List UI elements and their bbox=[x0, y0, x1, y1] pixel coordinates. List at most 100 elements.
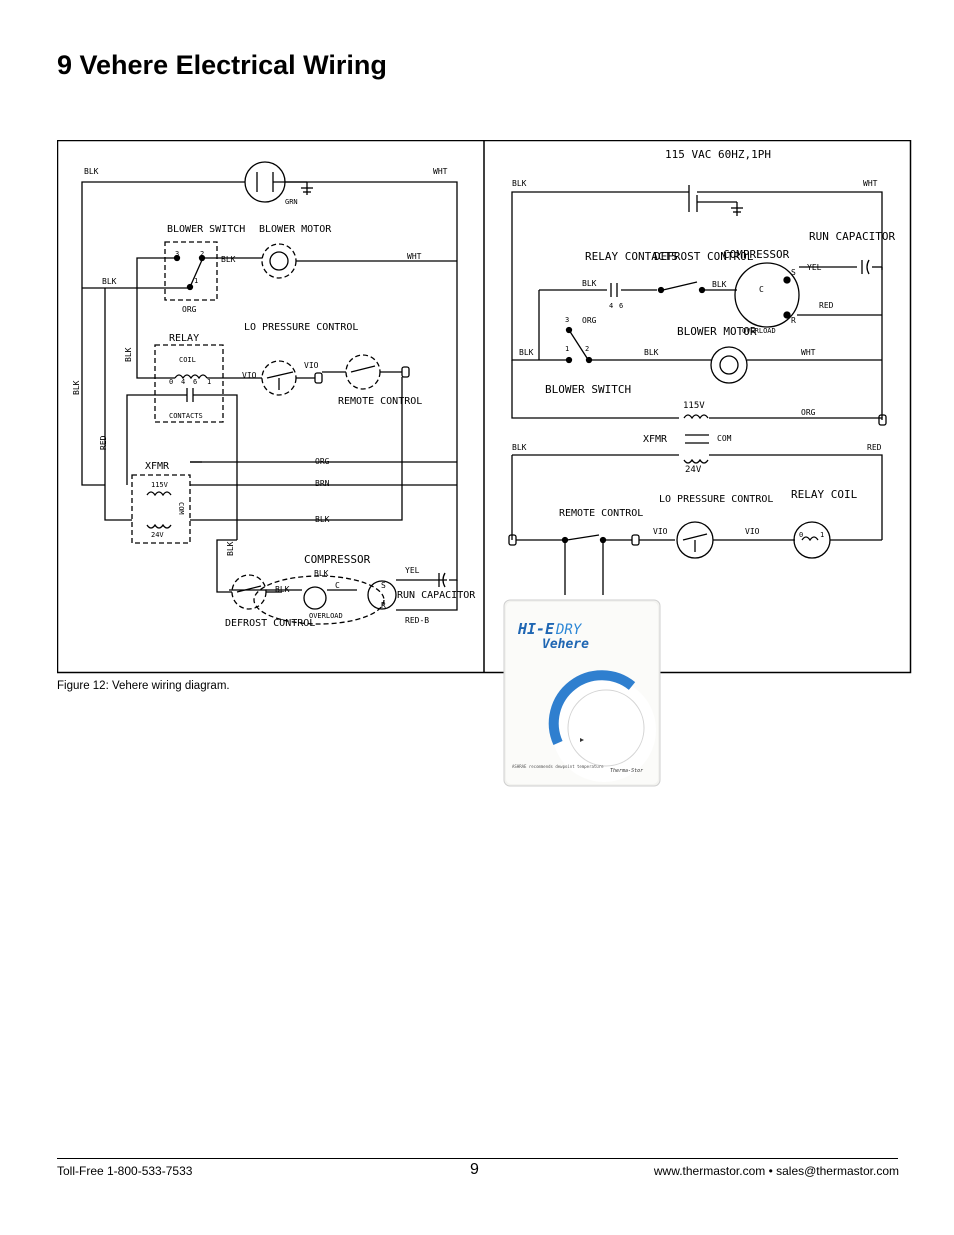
overload-label-right: OVERLOAD bbox=[742, 327, 776, 335]
relay-term: 1 bbox=[207, 378, 211, 386]
wire-label: VIO bbox=[304, 361, 319, 370]
run-cap-label: RUN CAPACITOR bbox=[397, 590, 476, 601]
compressor-right bbox=[734, 262, 800, 328]
overload-label: OVERLOAD bbox=[309, 612, 343, 620]
relay-term: 0 bbox=[169, 378, 173, 386]
brand-model: Vehere bbox=[542, 637, 589, 652]
footer-divider bbox=[57, 1158, 898, 1159]
xfmr-115v: 115V bbox=[151, 481, 169, 489]
blower-switch-label-right: BLOWER SWITCH bbox=[545, 383, 631, 396]
dial-scale bbox=[548, 670, 636, 746]
wire-label: VIO bbox=[242, 371, 257, 380]
wire-label: COM bbox=[717, 434, 732, 443]
wire-label: VIO bbox=[653, 527, 668, 536]
remote-label: REMOTE CONTROL bbox=[338, 396, 422, 407]
brand-dry: DRY bbox=[555, 622, 583, 638]
relay-term: 6 bbox=[619, 302, 623, 310]
compressor-label: COMPRESSOR bbox=[304, 553, 371, 566]
blower-motor bbox=[261, 243, 297, 279]
wire-label: BLK bbox=[124, 347, 133, 362]
comp-s: S bbox=[381, 581, 386, 590]
wire-label: ORG bbox=[182, 305, 197, 314]
relay-label: RELAY bbox=[169, 333, 199, 344]
remote-label-right: REMOTE CONTROL bbox=[559, 508, 643, 519]
wire-label: BLK bbox=[512, 179, 527, 188]
relay-contacts-label: RELAY CONTACTS bbox=[585, 250, 678, 263]
switch-term: 3 bbox=[175, 250, 179, 258]
right-diagram bbox=[508, 185, 887, 595]
run-cap-label-right: RUN CAPACITOR bbox=[809, 230, 895, 243]
contacts-label: CONTACTS bbox=[169, 412, 203, 420]
coil-term: 0 bbox=[799, 531, 803, 539]
wire-label: BLK bbox=[519, 348, 534, 357]
wire-label: BLK bbox=[712, 280, 727, 289]
transformer bbox=[131, 474, 191, 544]
product-photo: HI-E DRY Vehere Normal Humid ASHRAE reco… bbox=[503, 599, 661, 787]
wire-label: WHT bbox=[407, 252, 422, 261]
blower-motor-label: BLOWER MOTOR bbox=[259, 224, 332, 235]
comp-r: R bbox=[381, 601, 386, 610]
xfmr-label: XFMR bbox=[145, 461, 170, 472]
relay-term: 4 bbox=[609, 302, 613, 310]
lo-pressure-label-right: LO PRESSURE CONTROL bbox=[659, 494, 773, 505]
compressor bbox=[253, 575, 385, 625]
wire-label: BLK bbox=[84, 167, 99, 176]
comp-s: S bbox=[791, 268, 796, 277]
switch-term: 1 bbox=[565, 345, 569, 353]
small-print: ASHRAE recommends dewpoint temperature bbox=[512, 764, 604, 769]
comp-c: C bbox=[759, 285, 764, 294]
maker-logo: Therma-Stor bbox=[610, 768, 643, 774]
defrost-label-right: DEFROST CONTROL bbox=[654, 250, 754, 263]
wire-label: ORG bbox=[801, 408, 816, 417]
wire-label: BLK bbox=[72, 380, 81, 395]
wire-label: RED bbox=[819, 301, 834, 310]
figure-caption: Figure 12: Vehere wiring diagram. bbox=[57, 680, 230, 692]
supply-label: 115 VAC 60HZ,1PH bbox=[665, 148, 771, 161]
wire-label: GRN bbox=[285, 198, 298, 206]
xfmr-24v: 24V bbox=[151, 531, 164, 539]
dial-knob bbox=[567, 689, 645, 767]
wire-label: BLK bbox=[102, 277, 117, 286]
wire-label: WHT bbox=[433, 167, 448, 176]
coil-term: 1 bbox=[820, 531, 824, 539]
switch-term: 2 bbox=[585, 345, 589, 353]
relay-term: 4 bbox=[181, 378, 185, 386]
blower-switch-label: BLOWER SWITCH bbox=[167, 224, 245, 235]
relay-coil-right bbox=[793, 521, 831, 559]
compressor-label-right: COMPRESSOR bbox=[723, 248, 790, 261]
blower-motor-right bbox=[710, 346, 748, 384]
switch-term: 1 bbox=[194, 277, 198, 285]
left-diagram bbox=[81, 161, 458, 625]
comp-c: C bbox=[335, 581, 340, 590]
wire-label: BLK bbox=[582, 279, 597, 288]
xfmr-com: COM bbox=[177, 502, 185, 515]
wire-label: RED bbox=[99, 435, 108, 450]
v115-right: 115V bbox=[683, 401, 705, 411]
footer-phone: Toll-Free 1-800-533-7533 bbox=[57, 1164, 193, 1178]
brand-hie: HI-E bbox=[517, 620, 555, 638]
relay bbox=[154, 344, 224, 423]
wire-label: VIO bbox=[745, 527, 760, 536]
wire-label: RED bbox=[867, 443, 882, 452]
page-number: 9 bbox=[470, 1161, 479, 1178]
wire-label: BLK bbox=[512, 443, 527, 452]
relay-coil-label-right: RELAY COIL bbox=[791, 488, 858, 501]
comp-r: R bbox=[791, 316, 796, 325]
wiring-diagram: BLK WHT GRN BLK WHT BLK ORG BLK ORG BRN … bbox=[57, 140, 912, 674]
coil-label: COIL bbox=[179, 356, 196, 364]
xfmr-label-right: XFMR bbox=[643, 434, 668, 445]
switch-term: 2 bbox=[200, 250, 204, 258]
wire-label: BLK bbox=[275, 585, 290, 594]
switch-term: 3 bbox=[565, 316, 569, 324]
wire-label: YEL bbox=[405, 566, 420, 575]
page-title: 9 Vehere Electrical Wiring bbox=[57, 50, 387, 80]
wire-label: BRN bbox=[315, 479, 330, 488]
wire-label: WHT bbox=[863, 179, 878, 188]
wire-label: RED-B bbox=[405, 616, 429, 625]
v24-right: 24V bbox=[685, 465, 702, 475]
blower-motor-label-right: BLOWER MOTOR bbox=[677, 325, 757, 338]
wire-label: BLK bbox=[644, 348, 659, 357]
defrost-label: DEFROST CONTROL bbox=[225, 618, 315, 629]
wire-label: BLK bbox=[314, 569, 329, 578]
wire-label: ORG bbox=[582, 316, 597, 325]
